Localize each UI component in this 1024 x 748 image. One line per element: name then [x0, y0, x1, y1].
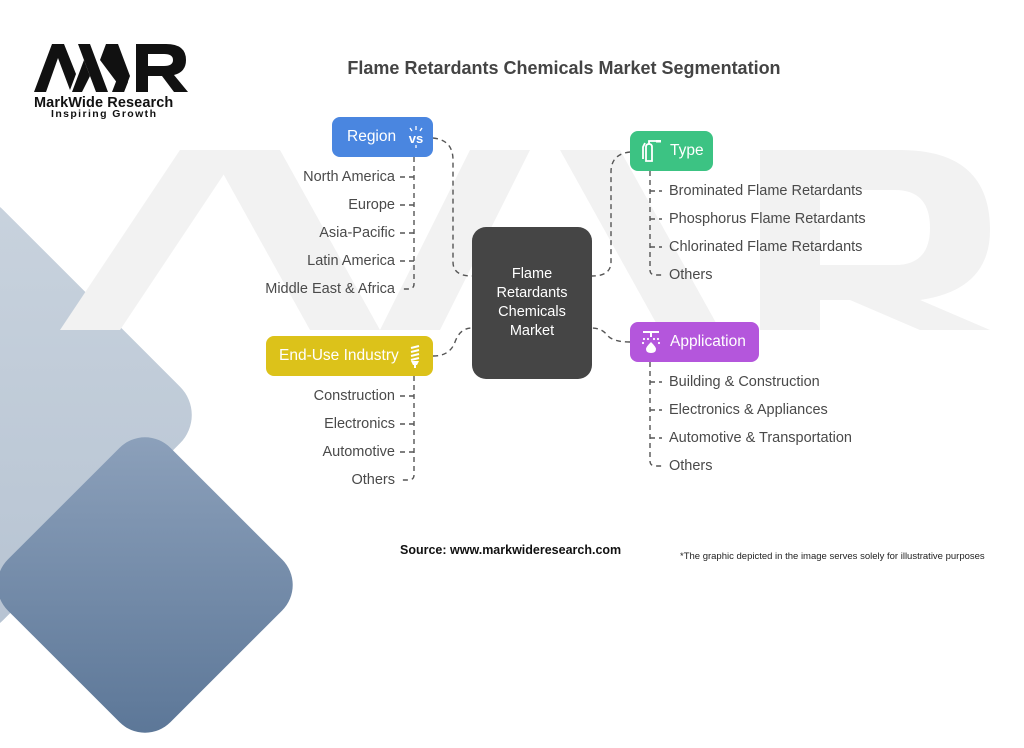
- application-item: Building & Construction: [669, 374, 820, 390]
- logo-tagline: Inspiring Growth: [51, 108, 158, 120]
- disclaimer-note: *The graphic depicted in the image serve…: [680, 551, 985, 562]
- center-line: Retardants: [496, 285, 568, 301]
- vs-icon: vs: [409, 126, 423, 148]
- region-item: Latin America: [307, 253, 395, 269]
- category-application: Application: [630, 322, 759, 362]
- connector-lines: [400, 137, 662, 481]
- region-item: Middle East & Africa: [265, 281, 395, 297]
- region-item: Asia-Pacific: [319, 225, 395, 241]
- page-title: Flame Retardants Chemicals Market Segmen…: [347, 58, 781, 78]
- end-use-item: Construction: [313, 388, 395, 404]
- fire-extinguisher-icon: [642, 140, 661, 162]
- category-region: Region vs: [332, 117, 433, 157]
- application-item: Electronics & Appliances: [669, 402, 828, 418]
- markwide-logo-icon: [34, 44, 188, 92]
- category-end-use-label: End-Use Industry: [279, 347, 399, 364]
- type-item: Brominated Flame Retardants: [669, 183, 863, 199]
- svg-text:vs: vs: [409, 131, 423, 146]
- application-item: Others: [669, 458, 713, 474]
- category-type-label: Type: [670, 142, 704, 159]
- type-item: Chlorinated Flame Retardants: [669, 239, 863, 255]
- center-line: Market: [509, 323, 555, 339]
- region-item: Europe: [348, 197, 395, 213]
- category-end-use-industry: End-Use Industry: [266, 336, 433, 376]
- category-type: Type: [630, 131, 713, 171]
- application-item: Automotive & Transportation: [669, 430, 852, 446]
- type-item: Phosphorus Flame Retardants: [669, 211, 866, 227]
- type-item: Others: [669, 267, 713, 283]
- light-bulb-icon: [410, 345, 419, 368]
- category-application-label: Application: [670, 333, 746, 350]
- center-line: Flame: [511, 266, 553, 282]
- end-use-item: Automotive: [322, 444, 395, 460]
- logo-company-name: MarkWide Research: [34, 95, 174, 111]
- end-use-item: Electronics: [324, 416, 395, 432]
- category-region-label: Region: [347, 128, 397, 145]
- center-node: Flame Retardants Chemicals Market: [472, 227, 592, 379]
- sprinkler-icon: [641, 331, 661, 353]
- source-link[interactable]: Source: www.markwideresearch.com: [400, 543, 622, 557]
- region-item: North America: [303, 169, 395, 185]
- end-use-item: Others: [351, 472, 395, 488]
- center-line: Chemicals: [498, 304, 566, 320]
- watermark-logo: [60, 150, 990, 330]
